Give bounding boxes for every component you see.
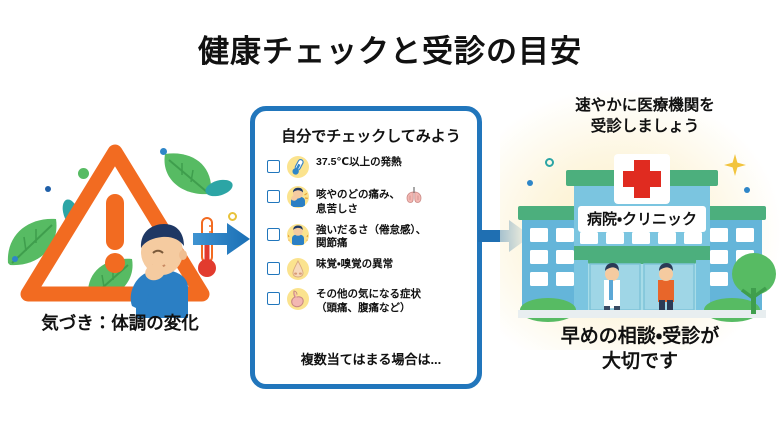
checklist-item-text: 強いだるさ（倦怠感）、 関節痛	[316, 223, 426, 250]
checkbox-cough[interactable]	[267, 190, 280, 203]
svg-text:病院・クリニック: 病院・クリニック	[587, 210, 697, 228]
warning-triangle-icon	[20, 144, 210, 302]
checkbox-fever[interactable]	[267, 160, 280, 173]
checklist-item-line1: 咳やのどの痛み、	[316, 186, 425, 203]
checklist-item[interactable]: 咳やのどの痛み、 息苦しさ	[267, 185, 477, 216]
checklist-item-line2: 関節痛	[316, 237, 348, 250]
checklist-item-line1: 味覚・嗅覚の異常	[316, 258, 394, 271]
arrow-right-icon	[193, 223, 250, 255]
thermometer-icon	[287, 156, 309, 178]
decor-ring	[545, 158, 554, 167]
right-caption-top-line1: 速やかに医療機関を	[575, 97, 715, 114]
checklist-item[interactable]: 37.5℃以上の発熱	[267, 155, 477, 178]
symptom-checklist: 37.5℃以上の発熱 咳やのどの痛み、	[267, 155, 477, 322]
sparkle-icon	[724, 154, 746, 176]
checklist-item-line1: その他の気になる症状	[316, 288, 421, 301]
leaf-icon	[205, 179, 233, 197]
right-caption-bottom: 早めの相談・受診が 大切です	[510, 325, 770, 374]
decor-dot	[160, 148, 167, 155]
checklist-item-text: 味覚・嗅覚の異常	[316, 257, 393, 271]
checkbox-other[interactable]	[267, 292, 280, 306]
right-caption-top-line2: 受診しましょう	[590, 117, 700, 135]
decor-dot	[78, 168, 89, 179]
checklist-item-line1: 37.5℃以上の発熱	[316, 156, 402, 168]
coughing-person-icon	[287, 186, 309, 208]
doctor-icon	[604, 263, 620, 312]
coughing-person-icon	[130, 224, 188, 318]
stomach-icon	[287, 288, 309, 311]
checklist-item-line1: 強いだるさ（倦怠感）、	[316, 224, 427, 237]
checklist-item-text: 咳やのどの痛み、 息苦しさ	[316, 185, 425, 216]
tree-icon	[732, 253, 776, 314]
checkbox-taste-smell[interactable]	[267, 262, 280, 276]
checklist-item-text: その他の気になる症状 （頭痛、腹痛など）	[316, 287, 421, 314]
patient-icon	[658, 263, 674, 312]
checkbox-fatigue[interactable]	[267, 228, 280, 242]
checklist-item-line2: 息苦しさ	[316, 203, 358, 215]
lungs-icon	[406, 187, 422, 203]
decor-dot	[12, 256, 18, 262]
card-title: 自分でチェックしてみよう	[281, 128, 461, 145]
right-caption-top: 速やかに医療機関を 受診しましょう	[520, 96, 770, 138]
decor-dot	[527, 180, 533, 186]
nose-icon	[287, 258, 309, 281]
decor-ring	[228, 212, 237, 221]
right-caption-bottom-line2: 大切です	[601, 350, 678, 372]
left-caption: 気づき：体調の変化	[41, 313, 199, 333]
card-footer: 複数当てはまる場合は...	[300, 352, 442, 367]
checklist-item[interactable]: 強いだるさ（倦怠感）、 関節痛	[267, 223, 477, 250]
decor-dot	[45, 186, 51, 192]
checklist-item-text: 37.5℃以上の発熱	[316, 155, 402, 169]
checklist-item[interactable]: 味覚・嗅覚の異常	[267, 257, 477, 281]
self-check-card: 自分でチェックしてみよう 37.5℃以上の発熱	[250, 106, 482, 389]
page-title: 健康チェックと受診の目安	[198, 34, 582, 69]
checklist-item[interactable]: その他の気になる症状 （頭痛、腹痛など）	[267, 287, 477, 314]
leaf-icon	[164, 153, 212, 195]
right-caption-bottom-line1: 早めの相談・受診が	[560, 326, 720, 347]
checklist-item-line2: （頭痛、腹痛など）	[316, 301, 411, 314]
decor-dot	[744, 187, 750, 193]
tired-person-icon	[287, 224, 309, 247]
hospital-building-icon: 病院・クリニック	[518, 154, 766, 322]
